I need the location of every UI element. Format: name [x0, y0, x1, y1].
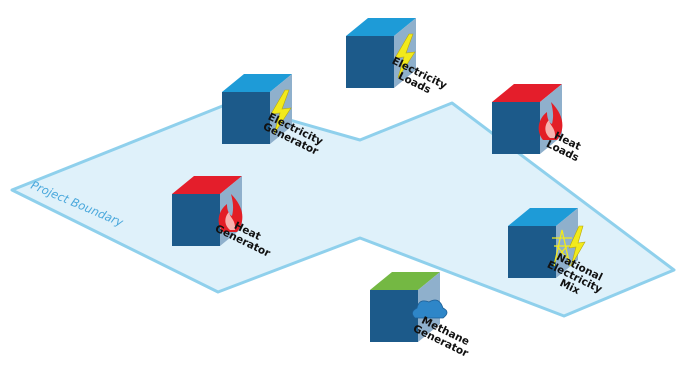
- cube-front-face: [172, 194, 220, 246]
- lightning-bolt-icon: [270, 89, 292, 135]
- cube-top-face: [346, 18, 416, 36]
- cube-top-face: [370, 272, 440, 290]
- node-electricity-generator: ElectricityGenerator: [222, 74, 325, 158]
- cube-front-face: [222, 92, 270, 144]
- cube-top-face: [172, 176, 242, 194]
- cube-front-face: [492, 102, 540, 154]
- cube-top-face: [222, 74, 292, 92]
- cube-top-face: [508, 208, 578, 226]
- flame-icon: [218, 194, 243, 232]
- node-methane-generator: MethaneGenerator: [370, 272, 471, 360]
- cube-top-face: [492, 84, 562, 102]
- flame-icon: [538, 102, 563, 140]
- power-tower-icon: [552, 225, 586, 267]
- lightning-bolt-icon: [394, 33, 416, 79]
- cube-front-face: [370, 290, 418, 342]
- cube-front-face: [346, 36, 394, 88]
- node-electricity-loads: ElectricityLoads: [346, 18, 449, 96]
- cube-front-face: [508, 226, 556, 278]
- cloud-icon: [412, 299, 448, 319]
- node-heat-loads: HeatLoads: [492, 84, 583, 164]
